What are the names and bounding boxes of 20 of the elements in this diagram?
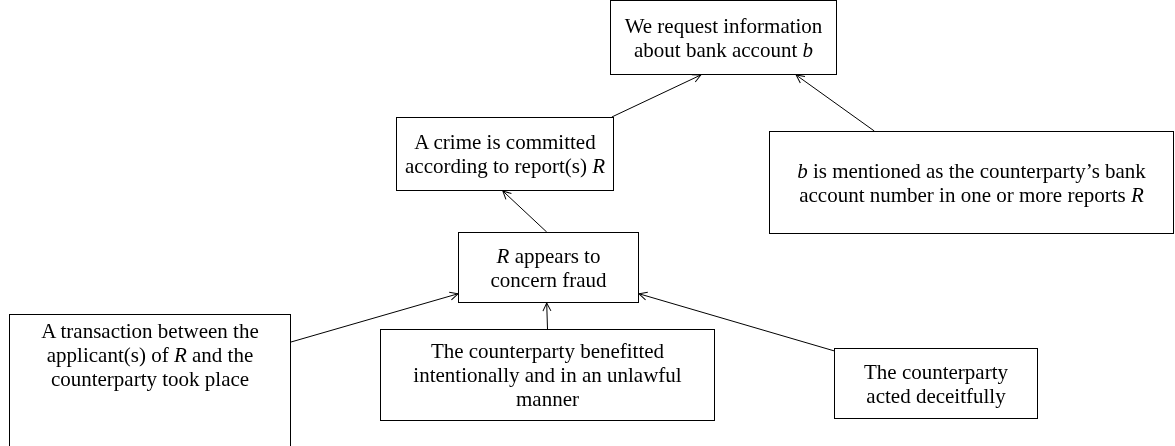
arrow <box>611 74 702 118</box>
statement-box <box>769 131 1174 234</box>
arrow <box>542 302 552 330</box>
statement-box <box>380 329 715 421</box>
statement-box <box>458 232 639 303</box>
statement-box <box>834 348 1038 419</box>
statement-text: A crime is committed according to report(s) R <box>404 130 606 178</box>
arrow <box>795 74 875 132</box>
statement-box <box>9 314 291 446</box>
statement-text: The counterparty benefitted intentionally and in an unlawful manner <box>412 339 683 411</box>
statement-text: R appears to concern fraud <box>489 243 608 292</box>
statement-box <box>610 0 837 75</box>
arrow <box>502 190 548 233</box>
statement-text: b is mentioned as the counterparty’s bank account number in one or more reports R <box>796 158 1147 207</box>
statement-text: We request information about bank account b <box>623 13 824 62</box>
statement-text: A transaction between the applicant(s) of R and the counterparty took place <box>40 319 260 391</box>
statement-box <box>396 117 614 191</box>
arrow <box>638 291 835 352</box>
arrow <box>290 291 459 343</box>
statement-text: The counterparty acted deceitfully <box>863 359 1009 408</box>
